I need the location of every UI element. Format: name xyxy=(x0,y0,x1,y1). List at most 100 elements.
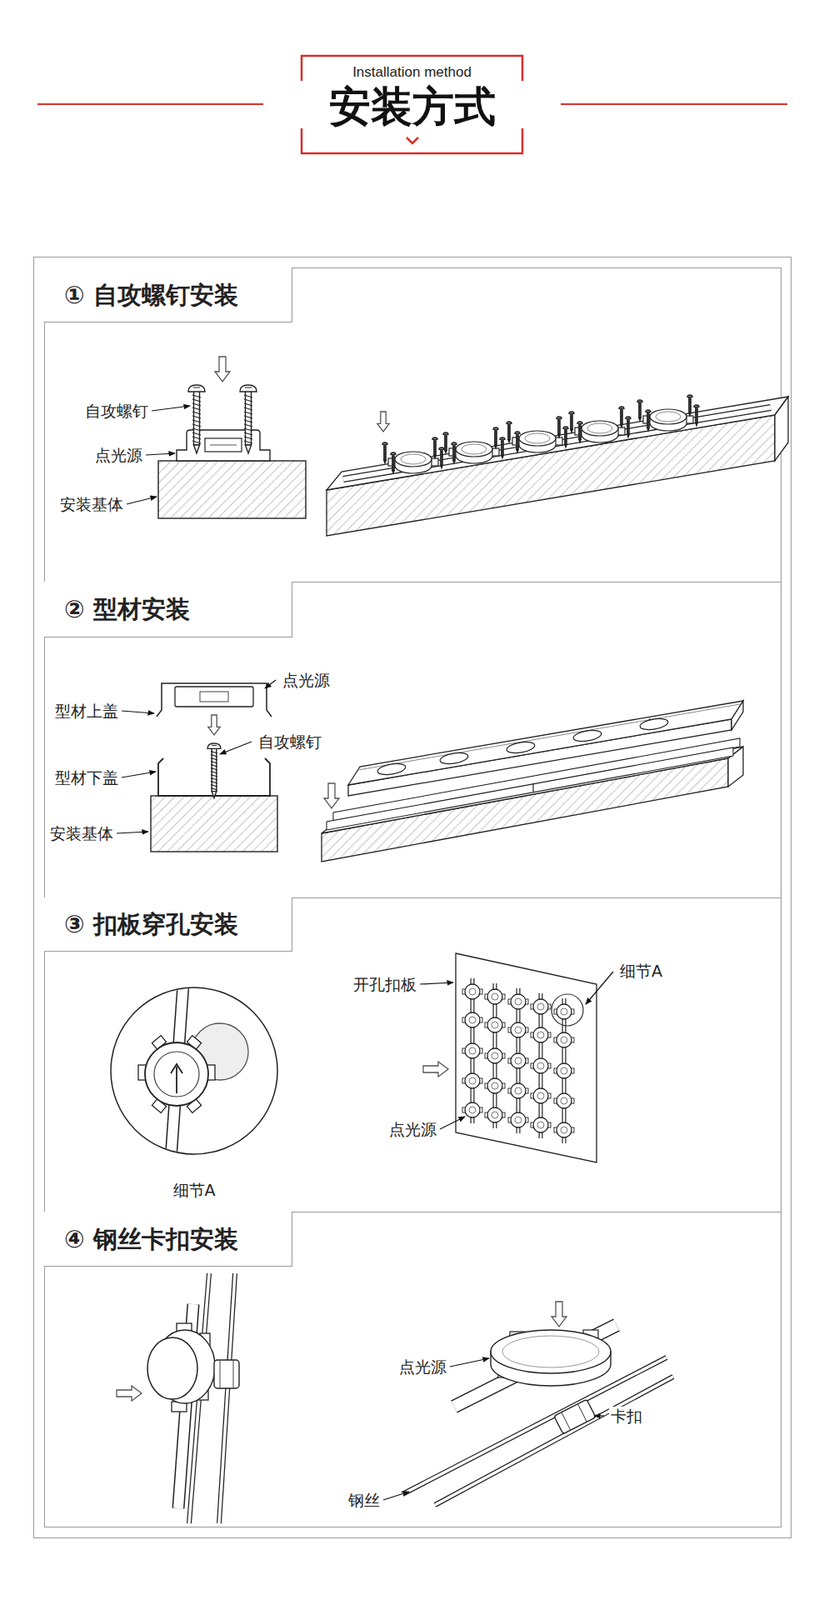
part-label: 点光源 xyxy=(387,1119,439,1139)
hollow-arrow xyxy=(116,1385,142,1401)
mounting-base xyxy=(150,795,278,852)
hollow-arrow xyxy=(208,714,220,735)
section-tab: ② 型材安装 xyxy=(44,581,293,638)
section-panel xyxy=(44,1212,782,1528)
light-puck xyxy=(512,430,563,453)
clip-detail xyxy=(204,438,242,452)
puck-inner xyxy=(502,1335,600,1368)
light-puck xyxy=(449,441,500,464)
beam-top xyxy=(326,396,789,490)
cable-strip xyxy=(170,983,184,1160)
cable-strip xyxy=(454,1324,617,1407)
steel-wire xyxy=(219,1273,235,1524)
hollow-arrow xyxy=(214,356,230,382)
leader-line xyxy=(219,741,252,755)
light-clip xyxy=(174,686,254,707)
node-text: ① 自攻螺钉安装 xyxy=(64,280,239,310)
light-puck xyxy=(574,420,625,443)
part-label: 安装基体 xyxy=(58,494,125,514)
wire-clip-front-view xyxy=(116,1273,240,1524)
leader-line xyxy=(126,496,157,505)
outer-frame xyxy=(34,257,792,1539)
profile-mount-beam xyxy=(321,700,744,862)
section-tab: ① 自攻螺钉安装 xyxy=(44,267,293,323)
leader-line xyxy=(419,982,454,984)
part-label: 型材下盖 xyxy=(53,768,120,787)
steel-wire xyxy=(219,1273,235,1524)
part-label: 自攻螺钉 xyxy=(256,732,324,751)
red-frame xyxy=(301,55,523,154)
cable-strip xyxy=(170,983,184,1160)
section-panel xyxy=(44,582,782,899)
header-frame: Installation method安装方式 xyxy=(301,55,523,154)
cover-groove xyxy=(358,704,740,770)
column-cables xyxy=(472,978,565,1144)
node-text: Installation method xyxy=(352,64,472,81)
section-panel xyxy=(44,898,782,1213)
mounting-base xyxy=(158,460,306,519)
screw-mount-beam xyxy=(326,394,789,536)
panel-frames xyxy=(34,257,792,1539)
screw-mount-section-view xyxy=(158,356,306,519)
part-label: 安装基体 xyxy=(48,824,115,843)
cable-strip xyxy=(454,1324,617,1407)
puck-inner xyxy=(154,1051,200,1097)
cover-front xyxy=(348,719,732,796)
leader-line xyxy=(383,1491,410,1500)
small-screws xyxy=(382,394,700,474)
screw xyxy=(239,384,257,454)
hollow-arrow xyxy=(324,783,340,809)
clip-detail xyxy=(199,691,229,702)
leader-line xyxy=(264,679,276,689)
lamp-grid xyxy=(462,983,575,1138)
lens xyxy=(147,1337,198,1399)
leader-lines xyxy=(116,405,614,1500)
cover-top xyxy=(348,700,744,785)
wire-clip xyxy=(554,1398,596,1434)
channel-joint xyxy=(532,783,534,792)
wire-clip-perspective xyxy=(402,1301,674,1505)
leader-line xyxy=(585,971,614,1004)
node-text: ② 型材安装 xyxy=(64,594,190,624)
profile-upper-cover xyxy=(156,683,272,717)
beam-end xyxy=(774,396,789,461)
direction-arrow xyxy=(170,1063,183,1094)
section-panel xyxy=(44,268,782,583)
detail-view xyxy=(110,983,278,1160)
perforated-plate xyxy=(423,953,597,1163)
red-rule xyxy=(560,103,788,105)
detail-marker xyxy=(551,993,584,1026)
hollow-arrow xyxy=(377,411,390,432)
leader-line xyxy=(121,771,156,778)
section-tab: ③ 扣板穿孔安装 xyxy=(44,897,293,952)
part-label: 型材上盖 xyxy=(53,701,120,720)
profile-mount-section-view xyxy=(150,683,278,852)
section-tab: ④ 钢丝卡扣安装 xyxy=(44,1211,293,1267)
light-puck xyxy=(388,451,439,474)
part-label: 点光源 xyxy=(280,670,332,690)
part-label: 自攻螺钉 xyxy=(83,401,150,420)
chevron xyxy=(406,137,419,144)
detail-circle: 细节A xyxy=(110,987,278,1206)
leader-line xyxy=(594,1414,605,1416)
leader-line xyxy=(449,1358,490,1367)
node-text: 安装方式 xyxy=(329,82,496,131)
part-label: 点光源 xyxy=(93,445,145,465)
node-text: ③ 扣板穿孔安装 xyxy=(64,909,239,939)
cable-strip xyxy=(343,407,771,480)
detail-ring xyxy=(110,987,278,1154)
part-label: 开孔扣板 xyxy=(351,974,419,994)
clip-tabs xyxy=(138,1035,215,1114)
hollow-arrow xyxy=(423,1061,449,1077)
light-puck xyxy=(144,1042,209,1106)
lens-row xyxy=(376,716,670,777)
part-label: 卡扣 xyxy=(609,1406,645,1425)
screw xyxy=(207,743,221,799)
light-puck xyxy=(490,1329,611,1374)
light-puck xyxy=(643,409,694,431)
leader-line xyxy=(151,405,190,411)
leader-line xyxy=(116,831,149,834)
hollow-arrow xyxy=(551,1301,567,1327)
part-label: 细节A xyxy=(618,961,665,980)
